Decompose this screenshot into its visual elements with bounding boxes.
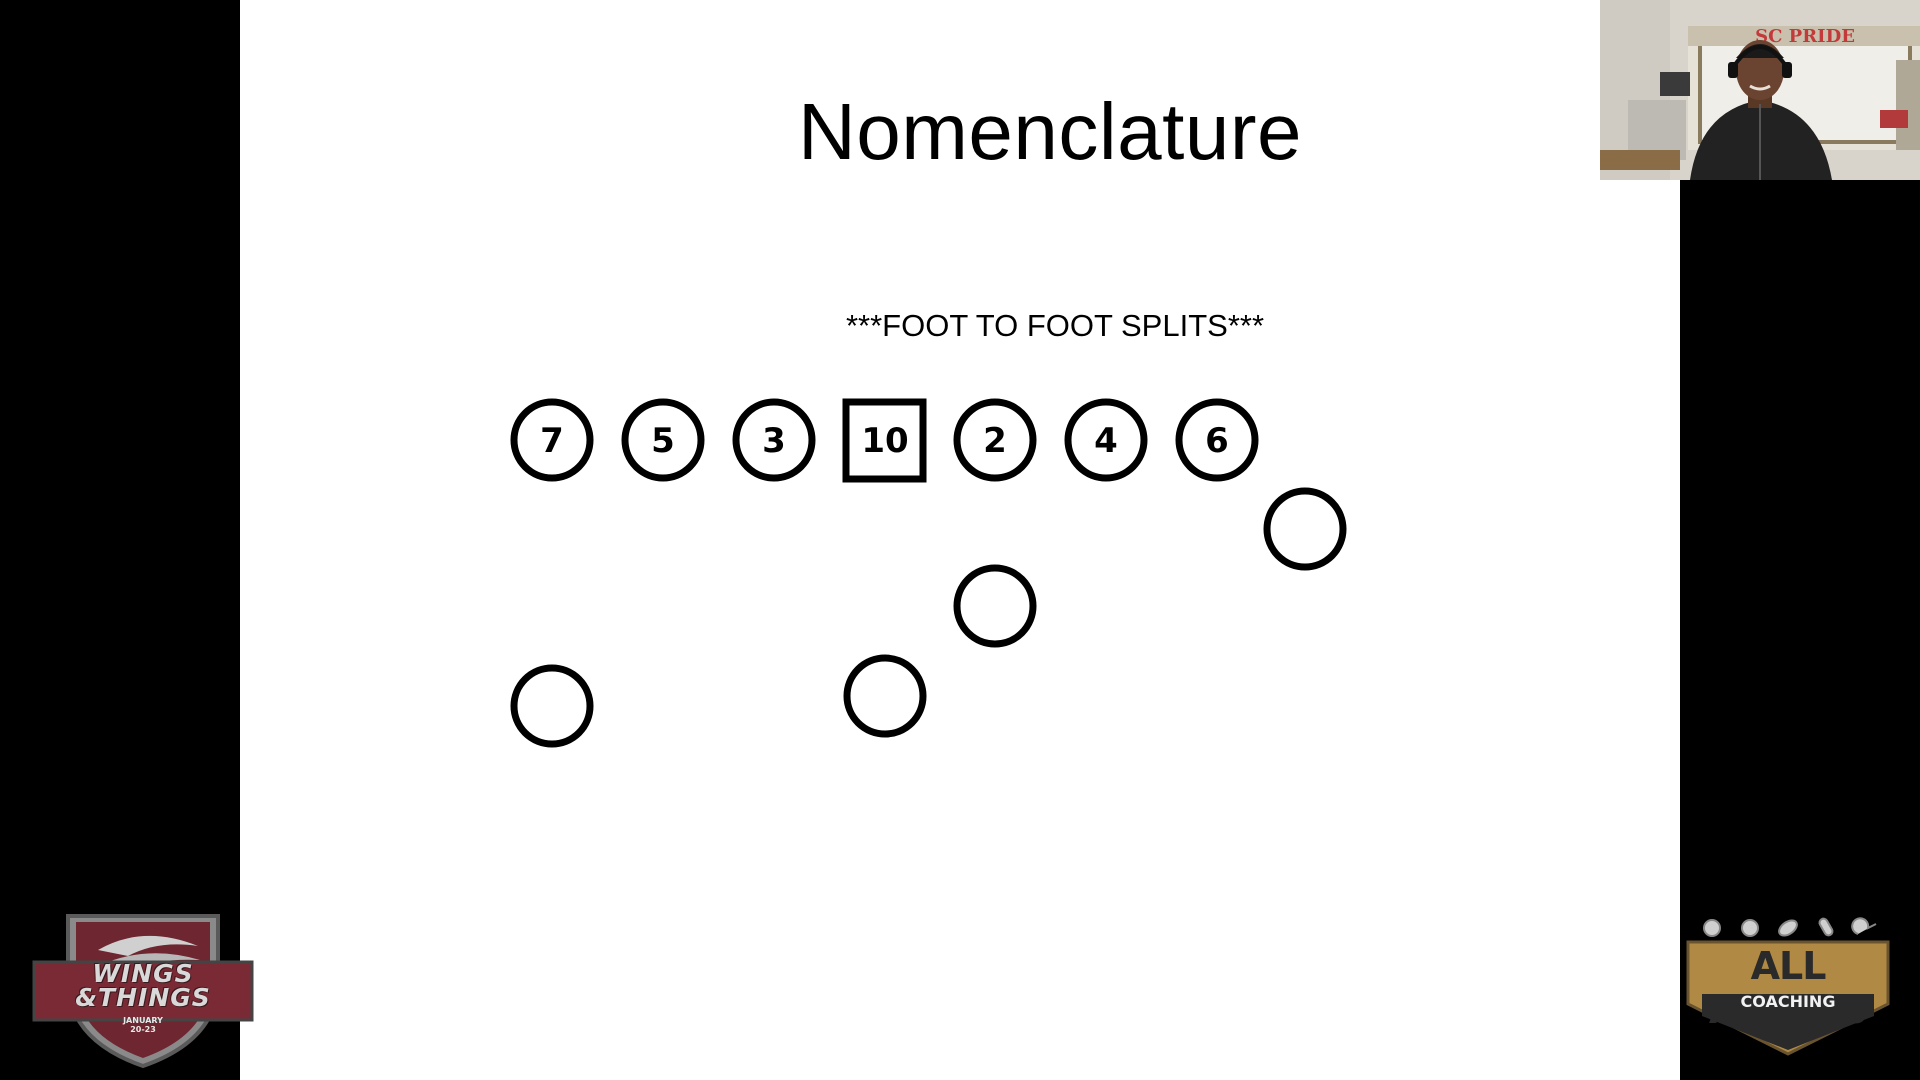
webcam-inset: SC PRIDE	[1600, 0, 1920, 180]
wing-player	[1263, 487, 1347, 571]
wings-logo-line1: WINGS	[92, 959, 194, 988]
microphone-icon	[1818, 917, 1834, 937]
player-4: 4	[1064, 398, 1148, 482]
all-access-title: ALL ACCESS	[1708, 944, 1868, 1032]
webcam-banner-text: SC PRIDE	[1755, 26, 1855, 47]
wings-logo-date-line2: 20-23	[130, 1025, 156, 1034]
player-10-center: 10	[842, 398, 927, 483]
webcam-feed: SC PRIDE	[1600, 0, 1920, 180]
wings-logo-date-line1: JANUARY	[123, 1016, 163, 1025]
tailback-player	[843, 654, 927, 738]
back-player	[953, 564, 1037, 648]
player-label: 3	[762, 421, 786, 461]
presenter	[1690, 40, 1832, 180]
slide: Nomenclature ***FOOT TO FOOT SPLITS*** 7…	[240, 0, 1680, 1080]
badge-icon	[1686, 917, 1890, 1056]
player-6: 6	[1175, 398, 1259, 482]
football-icon	[1778, 919, 1798, 937]
baseball-icon	[1703, 919, 1721, 937]
slide-subtitle: ***FOOT TO FOOT SPLITS***	[845, 308, 1265, 343]
player-label: 7	[540, 421, 564, 461]
player-label: 2	[983, 421, 1007, 461]
formation-diagram: 7 5 3 10 2 4 6	[510, 398, 1347, 748]
player-5: 5	[621, 398, 705, 482]
wings-and-things-logo: WINGS &THINGS JANUARY 20-23	[28, 910, 258, 1070]
player-label: 4	[1094, 421, 1118, 461]
slot-player	[510, 664, 594, 748]
player-7: 7	[510, 398, 594, 482]
player-label: 5	[651, 421, 675, 461]
player-3: 3	[732, 398, 816, 482]
wings-logo-line2: &THINGS	[75, 983, 211, 1012]
player-2: 2	[953, 398, 1037, 482]
all-access-coaching-logo: ALL ACCESS COACHING	[1682, 912, 1894, 1057]
basketball-icon	[1741, 919, 1759, 937]
whistle-icon	[1851, 917, 1877, 935]
shield-icon	[32, 914, 254, 1069]
player-label: 10	[861, 421, 908, 461]
all-access-subtitle: COACHING	[1740, 992, 1836, 1011]
player-label: 6	[1205, 421, 1229, 461]
slide-title: Nomenclature	[797, 87, 1302, 176]
